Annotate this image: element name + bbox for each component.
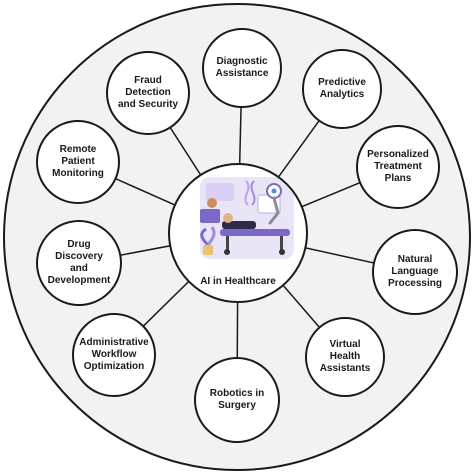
node-label: Personalized Treatment Plans xyxy=(367,149,429,184)
node-label: Virtual Health Assistants xyxy=(319,339,371,374)
robot-arm-icon xyxy=(266,183,282,225)
node-remote-patient-monitoring: Remote Patient Monitoring xyxy=(36,120,120,204)
node-label: Predictive Analytics xyxy=(318,77,366,100)
hub-label: AI in Healthcare xyxy=(200,276,276,287)
plant-icon xyxy=(200,226,216,255)
node-label: Robotics in Surgery xyxy=(209,388,265,411)
node-drug-discovery-and-development: Drug Discovery and Development xyxy=(36,220,122,306)
hub-illustration xyxy=(200,177,294,259)
node-diagnostic-assistance: Diagnostic Assistance xyxy=(202,28,282,108)
node-label: Natural Language Processing xyxy=(388,254,442,289)
node-virtual-health-assistants: Virtual Health Assistants xyxy=(305,317,385,397)
node-label: Administrative Workflow Optimization xyxy=(79,337,149,372)
node-fraud-detection-and-security: Fraud Detection and Security xyxy=(106,51,190,135)
node-robotics-in-surgery: Robotics in Surgery xyxy=(194,357,280,443)
dna-icon xyxy=(244,180,256,206)
hub-circle: AI in Healthcare xyxy=(168,163,308,303)
node-label: Fraud Detection and Security xyxy=(117,75,179,110)
node-personalized-treatment-plans: Personalized Treatment Plans xyxy=(356,125,440,209)
node-label: Diagnostic Assistance xyxy=(215,56,269,79)
node-label: Remote Patient Monitoring xyxy=(52,144,104,179)
node-label: Drug Discovery and Development xyxy=(47,239,111,286)
node-predictive-analytics: Predictive Analytics xyxy=(302,49,382,129)
node-natural-language-processing: Natural Language Processing xyxy=(372,229,458,315)
node-administrative-workflow-optimization: Administrative Workflow Optimization xyxy=(72,313,156,397)
